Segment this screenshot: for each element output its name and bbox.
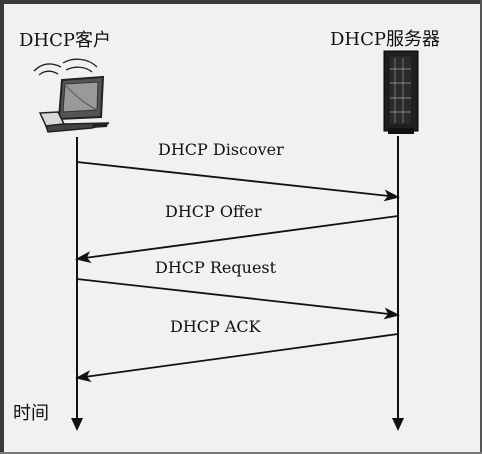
laptop-icon xyxy=(33,58,110,133)
ack-arrow xyxy=(75,333,399,383)
screen-edge-left xyxy=(0,0,4,454)
ack-label: DHCP ACK xyxy=(170,317,261,336)
offer-arrow xyxy=(75,215,399,264)
request-label: DHCP Request xyxy=(155,258,277,277)
client-time-arrowhead xyxy=(71,418,83,431)
server-time-arrowhead xyxy=(392,418,404,431)
offer-label: DHCP Offer xyxy=(165,202,262,221)
screen-edge-top xyxy=(0,0,482,4)
server-title: DHCP服务器 xyxy=(330,29,441,50)
client-title: DHCP客户 xyxy=(19,30,112,51)
screen-edge-bottom xyxy=(0,452,482,454)
time-axis-label: 时间 xyxy=(13,403,49,424)
screen-edge-right xyxy=(480,0,482,454)
server-icon xyxy=(383,50,419,134)
discover-label: DHCP Discover xyxy=(158,140,284,159)
discover-arrow xyxy=(76,161,400,202)
request-arrow xyxy=(76,278,400,320)
